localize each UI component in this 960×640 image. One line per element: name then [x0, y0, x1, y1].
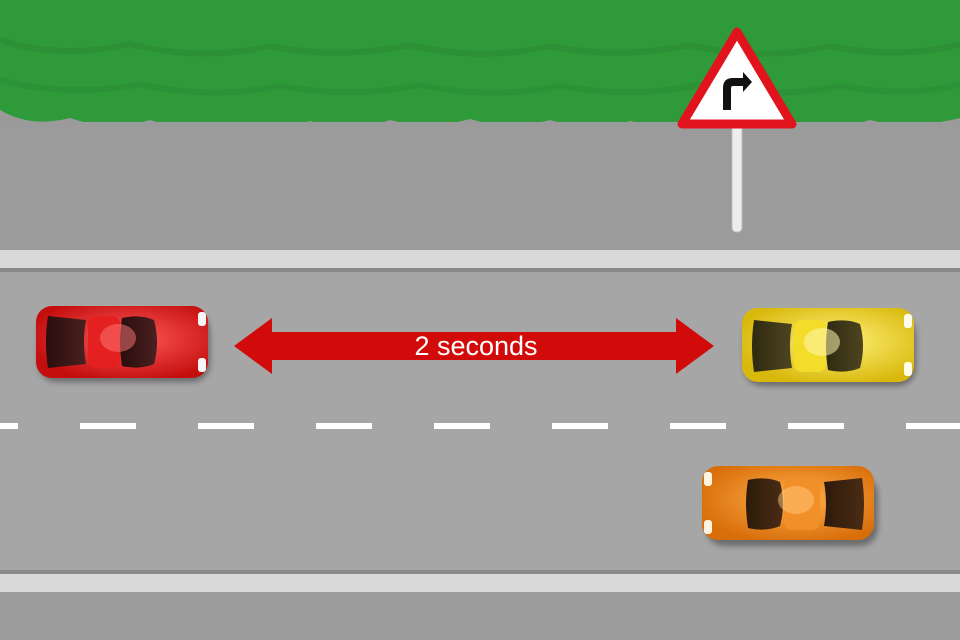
red-car — [36, 306, 210, 382]
bend-right-icon — [723, 72, 752, 110]
warning-sign-bend-right — [677, 27, 797, 233]
gap-label: 2 seconds — [414, 331, 538, 361]
centre-line — [0, 423, 960, 429]
yellow-car — [742, 308, 916, 386]
kerb-bottom — [0, 570, 960, 640]
gap-arrow — [234, 318, 714, 374]
orange-car — [702, 466, 878, 546]
kerb-top — [0, 250, 960, 272]
pavement — [0, 122, 960, 250]
grass-verge — [0, 0, 960, 128]
